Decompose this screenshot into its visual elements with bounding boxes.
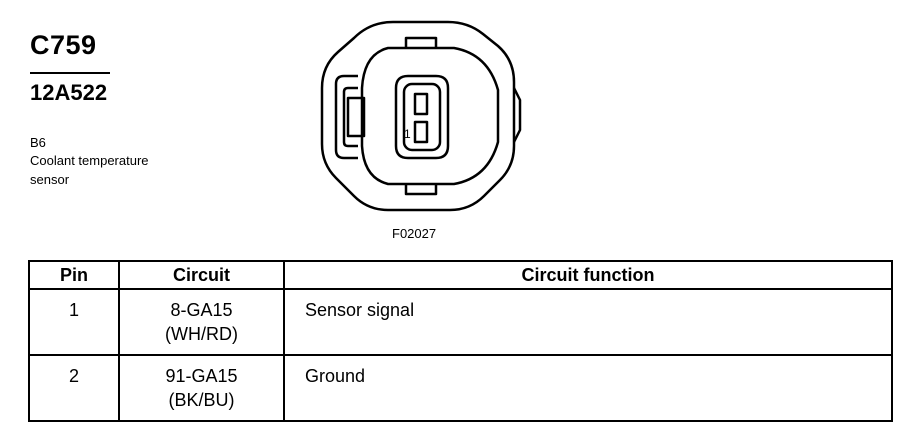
- bottom-key: [404, 184, 438, 196]
- circuit-cell: 91-GA15 (BK/BU): [118, 354, 285, 422]
- table-row: 1 8-GA15 (WH/RD) Sensor signal: [28, 288, 893, 356]
- circuit-header: Circuit: [118, 260, 285, 290]
- circuit-cell: 8-GA15 (WH/RD): [118, 288, 285, 356]
- connector-description: Coolant temperature sensor: [30, 153, 149, 187]
- pin-1-label: 1: [404, 127, 411, 141]
- connector-face-diagram: 1: [320, 20, 522, 212]
- table-header-row: Pin Circuit Circuit function: [28, 260, 893, 290]
- top-key: [404, 36, 438, 48]
- circuit-function: Ground: [283, 354, 893, 422]
- title-underline: [30, 72, 110, 74]
- pin-header: Pin: [28, 260, 120, 290]
- housing-right-tab: [512, 87, 522, 143]
- part-number: 12A522: [30, 80, 108, 105]
- housing-outline: [320, 20, 516, 212]
- cavity-inner: [402, 82, 442, 152]
- cavity-outer: [394, 74, 450, 160]
- inner-body-outline: [360, 46, 500, 186]
- function-header: Circuit function: [283, 260, 893, 290]
- wire-color: (WH/RD): [165, 324, 238, 344]
- pin-table: Pin Circuit Circuit function 1 8-GA15 (W…: [28, 260, 893, 422]
- pin-number: 1: [28, 288, 120, 356]
- circuit-id: 91-GA15: [165, 366, 238, 386]
- table-row: 2 91-GA15 (BK/BU) Ground: [28, 354, 893, 422]
- circuit-function: Sensor signal: [283, 288, 893, 356]
- circuit-id: 8-GA15: [170, 300, 233, 320]
- pin-number: 2: [28, 354, 120, 422]
- latch-inner: [342, 86, 358, 148]
- wire-color: (BK/BU): [168, 390, 235, 410]
- connector-id: C759: [30, 30, 97, 60]
- latch-outer: [334, 74, 358, 160]
- pin-1-terminal: [413, 120, 429, 144]
- pin-2-terminal: [413, 92, 429, 116]
- figure-reference: F02027: [392, 226, 437, 241]
- location-code: B6: [30, 135, 46, 150]
- latch-button: [346, 96, 366, 138]
